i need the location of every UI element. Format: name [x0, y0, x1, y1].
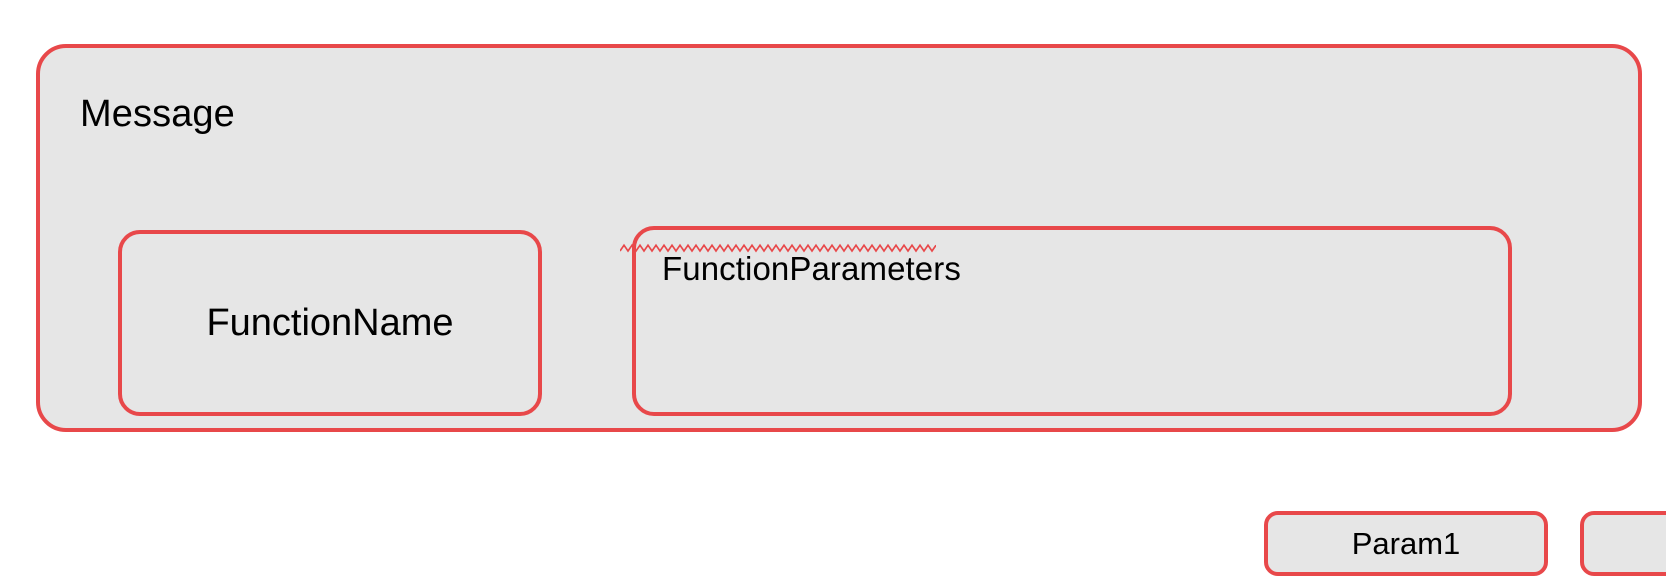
- param-label: Param2: [1584, 515, 1666, 572]
- function-parameters-label: FunctionParameters: [662, 250, 961, 287]
- message-container[interactable]: Message FunctionName FunctionParameters …: [36, 44, 1666, 576]
- param-label: Param1: [1351, 526, 1461, 561]
- param-box[interactable]: Param1: [1264, 511, 1548, 576]
- param-box[interactable]: Param2: [1580, 511, 1666, 576]
- message-label: Message: [80, 93, 235, 135]
- diagram-canvas: Message FunctionName FunctionParameters …: [36, 44, 1666, 576]
- function-name-box[interactable]: FunctionName: [118, 230, 542, 416]
- function-name-label: FunctionName: [206, 302, 454, 344]
- function-parameters-box[interactable]: FunctionParameters Param1 Param2 …: [632, 226, 1666, 576]
